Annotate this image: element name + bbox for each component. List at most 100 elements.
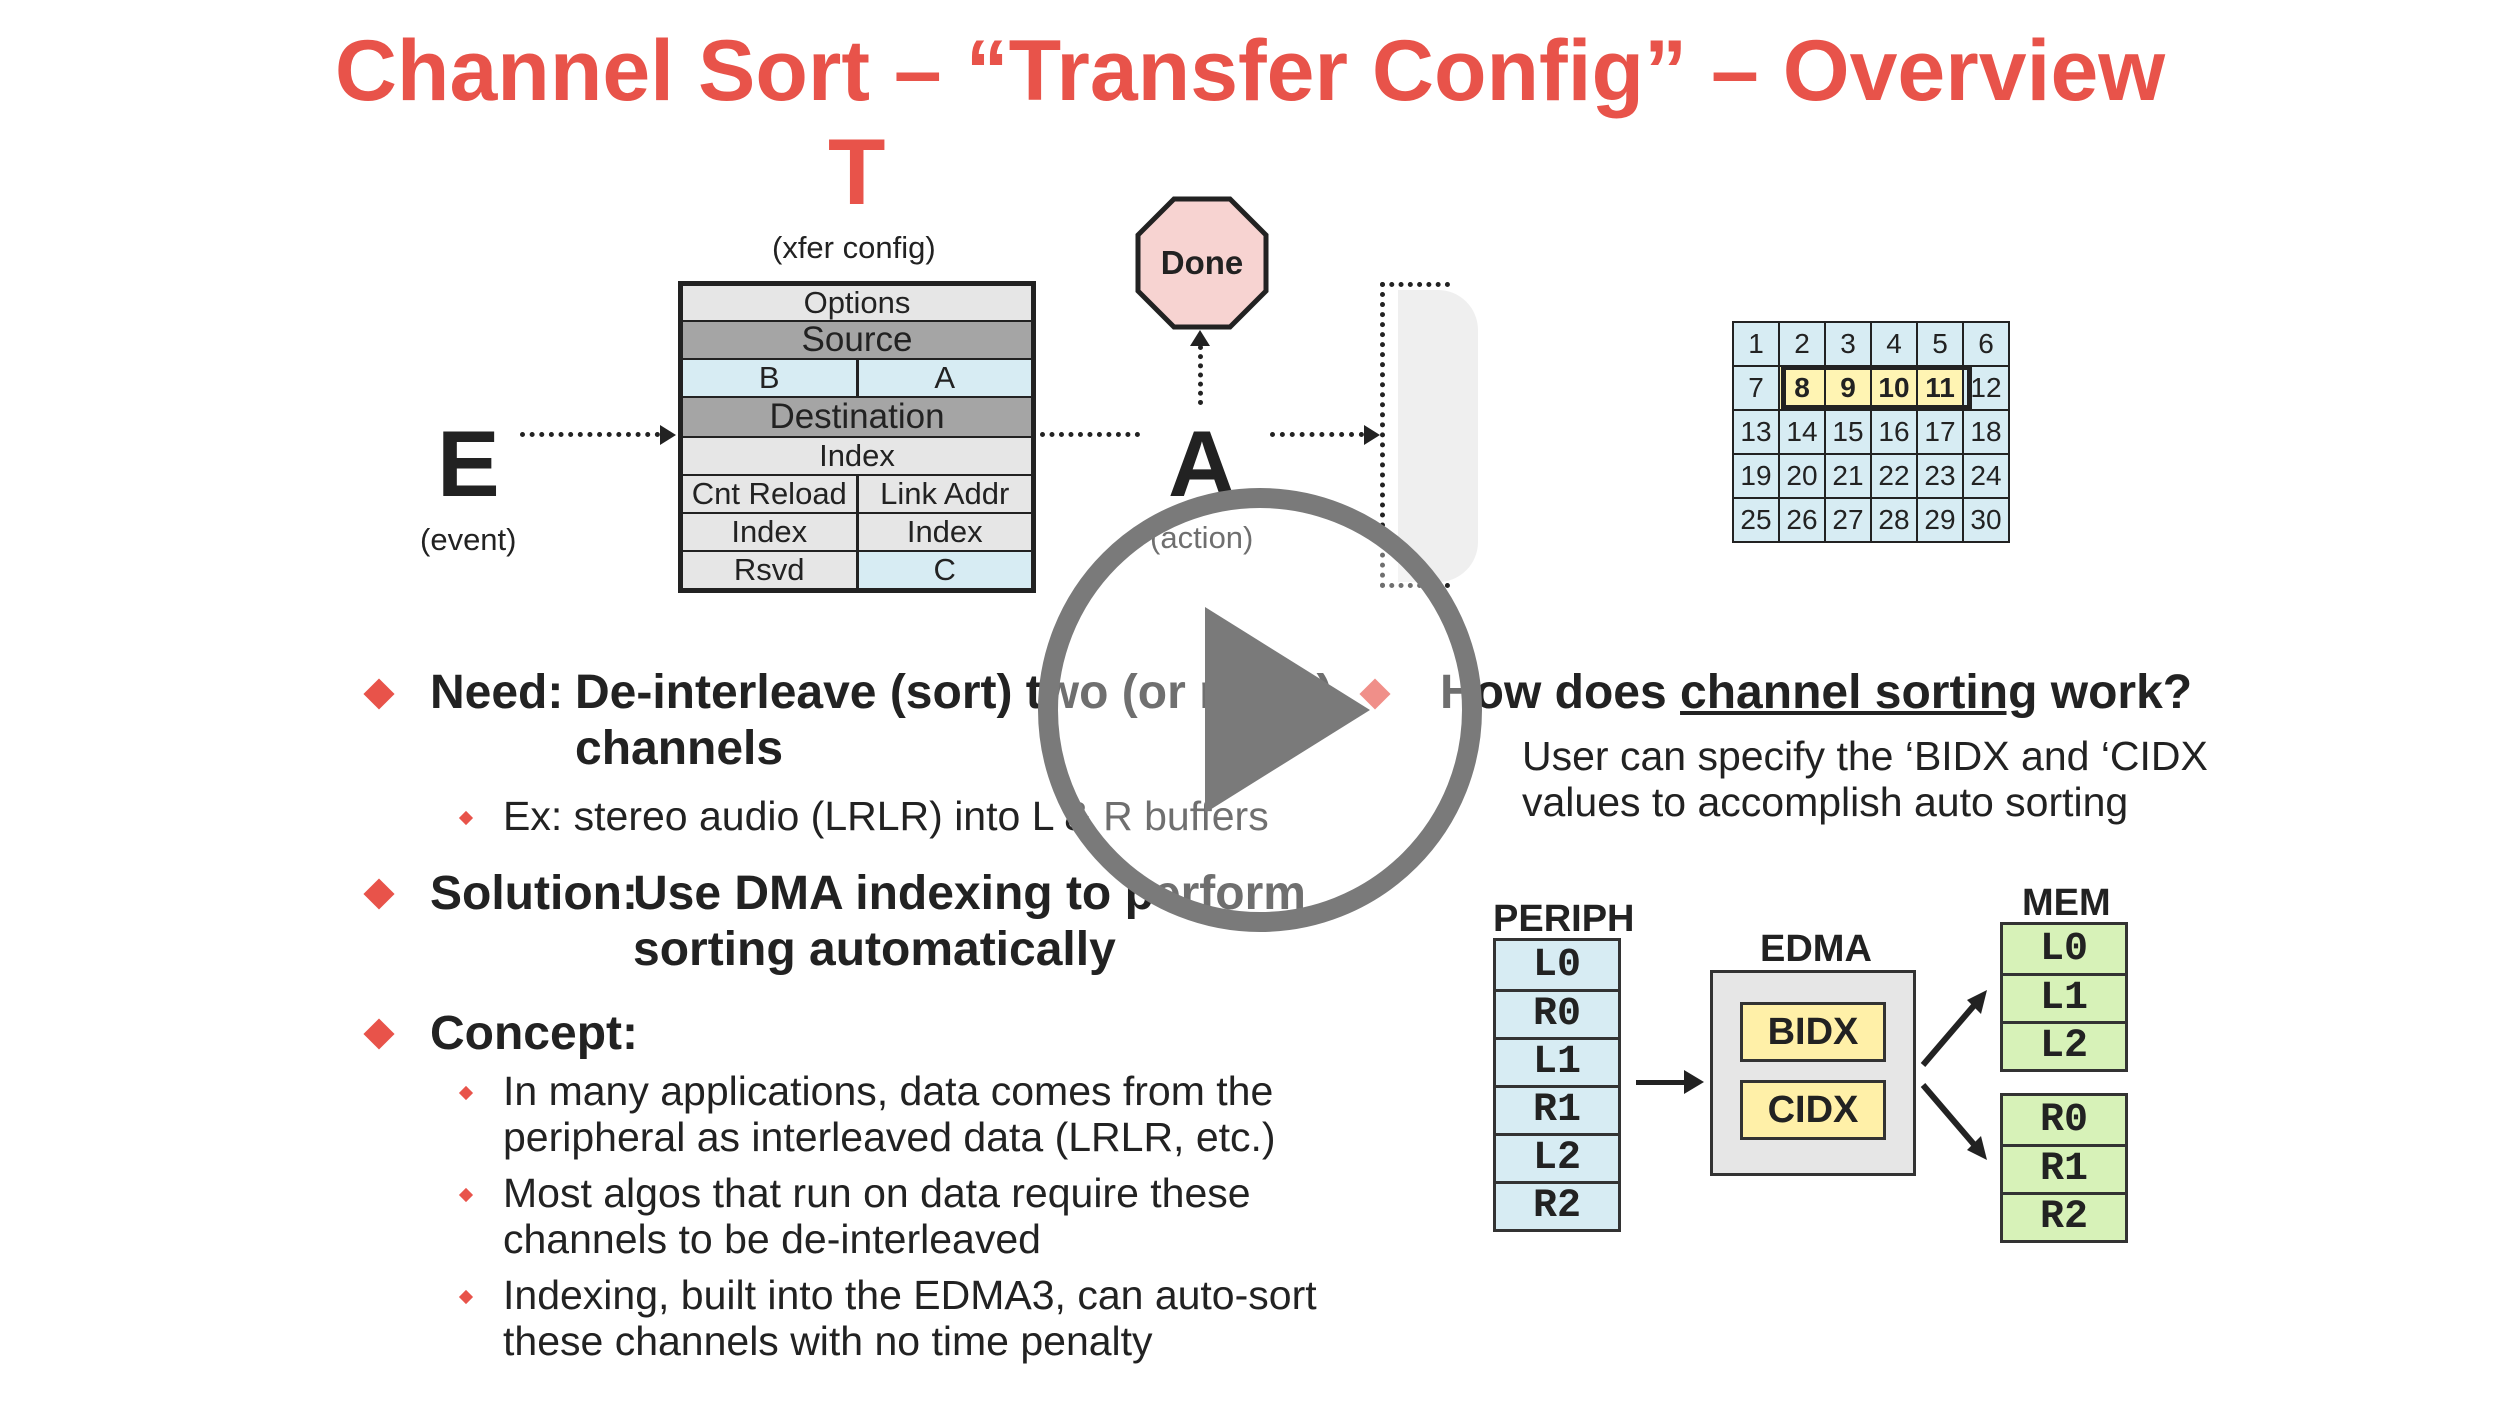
need-bullet-icon [363, 678, 395, 710]
bidx-box: BIDX [1740, 1002, 1886, 1062]
tcfg-index-left: Index [731, 514, 808, 549]
data-cell: L2 [1496, 1133, 1618, 1181]
cidx-box: CIDX [1740, 1080, 1886, 1140]
data-cell: R2 [2003, 1192, 2125, 1240]
done-stop-sign: Done [1135, 196, 1269, 330]
edma-box [1710, 970, 1916, 1176]
grid-cell: 7 [1732, 365, 1780, 411]
action-arrow-head [1364, 425, 1380, 445]
solution-label: Solution: [430, 867, 638, 920]
data-cell: L1 [2003, 973, 2125, 1021]
need-label: Need: [430, 666, 564, 719]
tcfg-cnt-reload: Cnt Reload [691, 476, 847, 511]
tcfg-destination: Destination [769, 397, 945, 436]
grid-cell: 15 [1824, 409, 1872, 455]
grid-cell: 25 [1732, 497, 1780, 543]
concept-item-1-line1: In many applications, data comes from th… [503, 1068, 1274, 1114]
solution-line2: sorting automatically [633, 923, 1116, 976]
grid-cell: 22 [1870, 453, 1918, 499]
grid-cell: 11 [1916, 365, 1964, 411]
tcfg-row-rsvd-c: Rsvd C [683, 552, 1031, 588]
periph-arrow-head [1684, 1070, 1704, 1094]
tcfg-source: Source [801, 320, 913, 359]
need-sub-bullet-icon [458, 810, 474, 826]
concept-label: Concept: [430, 1007, 638, 1060]
data-cell: R0 [2003, 1096, 2125, 1144]
concept-sub-bullet-icon-1 [458, 1085, 474, 1101]
data-cell: L1 [1496, 1037, 1618, 1085]
grid-cell: 2 [1778, 321, 1826, 367]
tcfg-c: C [855, 552, 1031, 588]
data-cell: R1 [2003, 1144, 2125, 1192]
done-label: Done [1160, 244, 1244, 281]
grid-cell: 14 [1778, 409, 1826, 455]
event-arrow-line [520, 432, 660, 437]
grid-cell: 6 [1962, 321, 2010, 367]
grid-cell: 1 [1732, 321, 1780, 367]
grid-cell: 27 [1824, 497, 1872, 543]
data-cell: R1 [1496, 1085, 1618, 1133]
concept-item-3-line2: these channels with no time penalty [503, 1318, 1153, 1364]
tcfg-b: B [758, 360, 780, 395]
action-arrow-line [1270, 432, 1364, 437]
tcfg-row-destination: Destination [683, 397, 1031, 438]
dotted-bracket [1380, 282, 1450, 588]
concept-item-1-line2: peripheral as interleaved data (LRLR, et… [503, 1114, 1276, 1160]
grid-cell: 30 [1962, 497, 2010, 543]
tcfg-rsvd: Rsvd [683, 552, 856, 588]
question-suffix: work? [2037, 666, 2193, 719]
e-letter: E [437, 411, 500, 516]
grid-cell: 13 [1732, 409, 1780, 455]
grid-cell: 5 [1916, 321, 1964, 367]
grid-cell: 3 [1824, 321, 1872, 367]
grid-cell: 29 [1916, 497, 1964, 543]
tcfg-index-right: Index [855, 514, 1032, 550]
concept-sub-bullet-icon-2 [458, 1187, 474, 1203]
tcfg-row-options: Options [683, 285, 1031, 322]
periph-arrow-line [1636, 1080, 1684, 1085]
need-sub-text: Ex: stereo audio (LRLR) into L & R buffe… [503, 793, 1269, 839]
concept-item-2-line2: channels to be de-interleaved [503, 1216, 1041, 1262]
highlight-box [1781, 365, 1972, 410]
tcfg-a: A [855, 360, 1032, 396]
data-cell: L0 [1496, 941, 1618, 989]
question-text: How does channel sorting work? [1440, 665, 2192, 720]
concept-bullet-icon [363, 1018, 395, 1050]
grid-cell: 9 [1824, 365, 1872, 411]
solution-bullet-icon [363, 878, 395, 910]
grid-cell: 20 [1778, 453, 1826, 499]
answer-line1: User can specify the ‘BIDX and ‘CIDX [1522, 733, 2208, 779]
grid-cell: 18 [1962, 409, 2010, 455]
grid-cell: 4 [1870, 321, 1918, 367]
need-text-line2: channels [575, 722, 784, 775]
grid-cell: 16 [1870, 409, 1918, 455]
tcfg-row-ba: B A [683, 360, 1031, 398]
edma-label: EDMA [1760, 928, 1872, 970]
slide-title: Channel Sort – “Transfer Config” – Overv… [334, 23, 2166, 119]
concept-item-2-line1: Most algos that run on data require thes… [503, 1170, 1251, 1216]
grid-cell: 23 [1916, 453, 1964, 499]
done-arrow-line [1198, 345, 1203, 405]
data-cell: R2 [1496, 1181, 1618, 1229]
data-cell: L0 [2003, 925, 2125, 973]
play-icon[interactable] [1030, 480, 1490, 940]
grid-cell: 26 [1778, 497, 1826, 543]
config-arrow-line [1040, 432, 1140, 437]
periph-label: PERIPH [1493, 898, 1635, 940]
grid-cell: 28 [1870, 497, 1918, 543]
bracket-shape [1398, 290, 1478, 582]
split-arrows [1920, 990, 1987, 1160]
data-cell: R0 [1496, 989, 1618, 1037]
video-play-button[interactable] [1030, 480, 1490, 940]
tcfg-row-index2: Index Index [683, 514, 1031, 552]
question-underlined: channel sorting [1680, 666, 2038, 719]
concept-item-3-line1: Indexing, built into the EDMA3, can auto… [503, 1272, 1317, 1318]
